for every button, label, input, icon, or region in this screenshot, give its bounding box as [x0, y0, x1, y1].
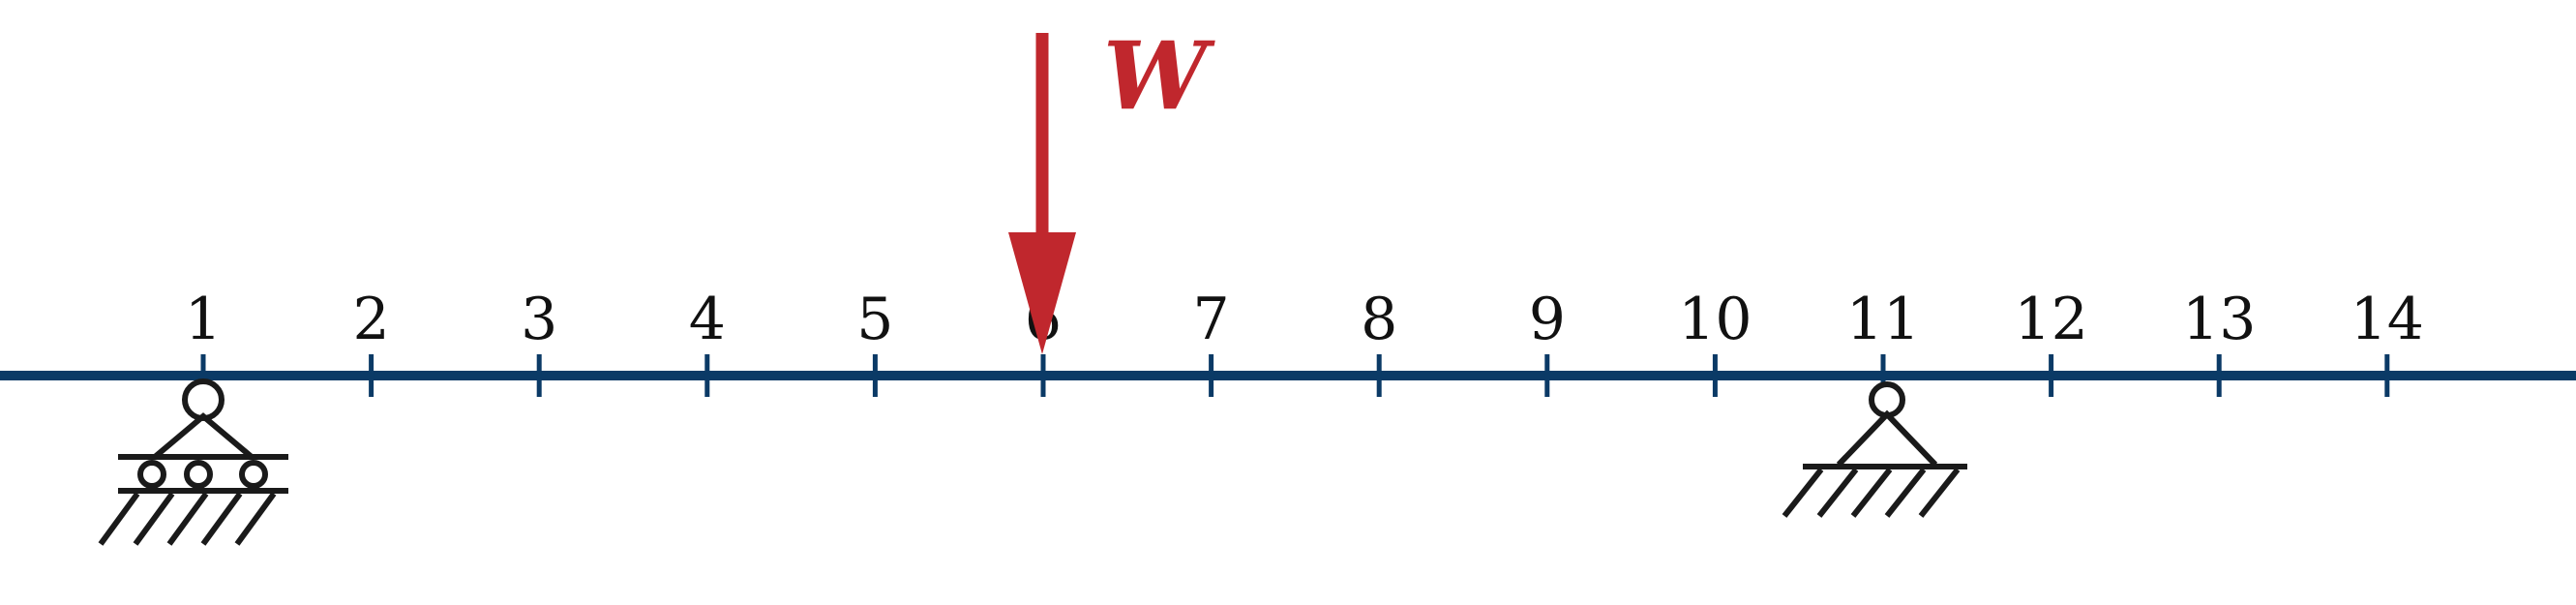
node-label: 12: [2014, 286, 2087, 353]
node-label: 1: [185, 286, 222, 353]
pin-support: [1782, 381, 1967, 518]
point-load-arrow: [1008, 33, 1076, 354]
roller-wheel: [184, 460, 213, 489]
pin-hatching: [1782, 468, 1961, 518]
node-label: 5: [856, 286, 893, 353]
roller-hatching: [98, 492, 277, 546]
roller-support: [98, 378, 288, 546]
node-label: 11: [1846, 286, 1920, 353]
roller-triangle: [153, 412, 254, 460]
load-arrow-head: [1008, 232, 1076, 354]
node-label: 4: [689, 286, 726, 353]
node-labels: 1234567891011121314: [185, 286, 2424, 353]
node-label: 9: [1529, 286, 1566, 353]
load-label: W: [1103, 21, 1215, 131]
node-ticks: [200, 354, 2390, 397]
roller-wheel: [239, 460, 268, 489]
node-label: 7: [1193, 286, 1230, 353]
node-label: 14: [2351, 286, 2424, 353]
node-label: 3: [521, 286, 557, 353]
node-label: 8: [1361, 286, 1397, 353]
node-label: 13: [2182, 286, 2256, 353]
node-label: 2: [353, 286, 390, 353]
roller-wheel: [137, 460, 166, 489]
node-label: 10: [1678, 286, 1752, 353]
pin-triangle: [1836, 409, 1938, 468]
